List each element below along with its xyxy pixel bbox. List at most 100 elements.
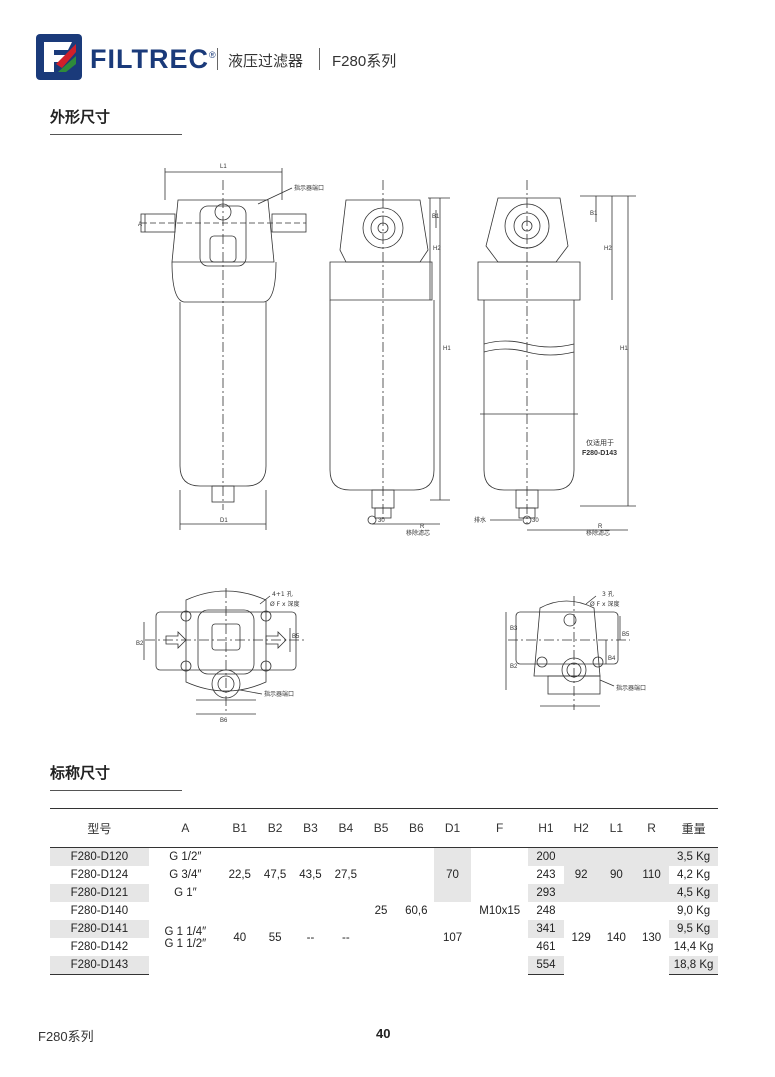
section-divider (50, 790, 182, 791)
hex-size-label: 30 (532, 518, 539, 524)
cell-h1: 200 (528, 847, 564, 866)
page-number: 40 (376, 1026, 391, 1041)
table-row: F280-D141 341 9,5 Kg (50, 920, 718, 938)
brand-name: FILTREC® (90, 44, 217, 74)
cell-b3: -- (306, 932, 315, 945)
cell-a: G 3/4″ (169, 869, 202, 881)
dim-label-l1: L1 (220, 164, 227, 170)
cell-a: G 1″ (174, 887, 197, 899)
cell-b1: 40 (233, 932, 247, 945)
cell-a: G 1/2″ (169, 851, 202, 863)
col-b2: B2 (257, 808, 293, 848)
table-header-row: 型号 A B1 B2 B3 B4 B5 B6 D1 F H1 H2 L1 R 重… (50, 808, 718, 848)
cell-weight: 9,0 Kg (676, 905, 711, 917)
side-view-long (477, 180, 636, 531)
dim-label-h1: H1 (620, 346, 628, 352)
cell-r: 130 (641, 932, 662, 945)
dim-label-b6: B6 (220, 718, 228, 724)
cell-model: F280-D124 (70, 869, 129, 881)
header-separator (217, 48, 218, 70)
a-value: G 1 1/4″ (164, 926, 207, 939)
dim-label-h2: H2 (433, 246, 441, 252)
drain-label: 排水 (474, 516, 486, 524)
side-view (329, 180, 450, 525)
col-b4: B4 (328, 808, 364, 848)
only-for-label: 仅适用于 (586, 438, 614, 447)
cell-weight: 18,8 Kg (669, 956, 718, 975)
dim-label-r: R (598, 524, 603, 530)
cell-weight: 3,5 Kg (669, 847, 718, 866)
page-header: FILTREC® 液压过滤器 F280系列 (36, 32, 756, 82)
table-row: F280-D143 554 18,8 Kg (50, 956, 718, 975)
col-weight: 重量 (669, 808, 718, 848)
dim-label-h1: H1 (443, 346, 451, 352)
col-l1: L1 (598, 808, 634, 848)
dim-label-b3: B3 (510, 626, 518, 632)
cell-model: F280-D141 (50, 920, 149, 938)
a-value: G 1 1/2″ (164, 938, 207, 951)
cell-a: G 1 1/4″ G 1 1/2″ (149, 902, 222, 975)
col-b6: B6 (398, 808, 434, 848)
cell-h1: 293 (528, 884, 564, 902)
cell-model: F280-D120 (50, 847, 149, 866)
dim-label-b1: B1 (590, 211, 598, 217)
cell-h1: 341 (528, 920, 564, 938)
cell-d1: 70 (433, 847, 472, 902)
indicator-port-label: 指示器端口 (264, 690, 294, 698)
nominal-dimensions-table: 型号 A B1 B2 B3 B4 B5 B6 D1 F H1 H2 L1 R 重… (50, 808, 718, 975)
col-a: A (148, 808, 223, 848)
cell-f: M10x15 (479, 905, 521, 918)
dim-label-d1: D1 (220, 518, 228, 524)
cell-r: 110 (633, 847, 670, 902)
cell-l1: 90 (598, 847, 634, 902)
dim-label-b1: B1 (432, 214, 440, 220)
indicator-port-label: 指示器端口 (616, 684, 646, 692)
cell-model: F280-D143 (50, 956, 149, 975)
header-category: 液压过滤器 (228, 53, 304, 70)
col-b5: B5 (363, 808, 399, 848)
dim-label-b4: B4 (608, 656, 616, 662)
cell-b2: 47,5 (263, 869, 287, 881)
col-d1: D1 (433, 808, 472, 848)
col-h1: H1 (528, 808, 564, 848)
front-view (140, 168, 307, 530)
cell-h1: 243 (536, 869, 556, 881)
top-view-2 (505, 595, 630, 710)
table-row: F280-D121 G 1″ 293 4,5 Kg (50, 884, 718, 902)
holes-label: 3 孔 (602, 590, 614, 598)
dim-label-a: A (138, 222, 142, 228)
dim-label-b5: B5 (622, 632, 630, 638)
nominal-title: 标称尺寸 (50, 765, 111, 782)
col-r: R (633, 808, 670, 848)
dim-label-b2: B2 (136, 641, 144, 647)
dimensions-title: 外形尺寸 (50, 109, 111, 126)
col-h2: H2 (563, 808, 599, 848)
col-f: F (471, 808, 529, 848)
table-row: F280-D142 461 14,4 Kg (50, 938, 718, 956)
cell-b2: 55 (268, 932, 282, 945)
cell-weight: 4,5 Kg (669, 884, 718, 902)
indicator-port-label: 指示器端口 (294, 184, 324, 192)
remove-filter-label: 移除滤芯 (406, 529, 430, 537)
cell-weight: 4,2 Kg (676, 869, 711, 881)
cell-d1: 107 (442, 932, 463, 945)
top-view-1 (143, 588, 306, 715)
filtrec-logo-icon (36, 34, 82, 80)
table-row: F280-D140 G 1 1/4″ G 1 1/2″ 40 55 -- -- … (50, 902, 718, 950)
cell-h1: 554 (528, 956, 564, 975)
cell-l1: 140 (606, 932, 626, 945)
holes-label: 4+1 孔 (272, 590, 293, 598)
technical-drawing: L1 指示器端口 A D1 H1 H2 B1 30 R 移除滤芯 H1 H2 B… (136, 164, 646, 724)
cell-h1: 248 (536, 905, 556, 917)
cell-model: F280-D140 (70, 905, 129, 917)
dim-label-h2: H2 (604, 246, 612, 252)
only-for-model: F280-D143 (582, 450, 617, 457)
cell-h2: 92 (563, 847, 599, 902)
col-b3: B3 (292, 808, 329, 848)
cell-h1: 461 (536, 941, 556, 953)
table-row: F280-D120 G 1/2″ 22,5 47,5 43,5 27,5 25 … (50, 847, 718, 917)
thread-depth-label: Ø F x 深度 (270, 600, 299, 608)
footer-series: F280系列 (38, 1029, 94, 1044)
header-series: F280系列 (332, 53, 397, 70)
hex-size-label: 30 (378, 518, 385, 524)
